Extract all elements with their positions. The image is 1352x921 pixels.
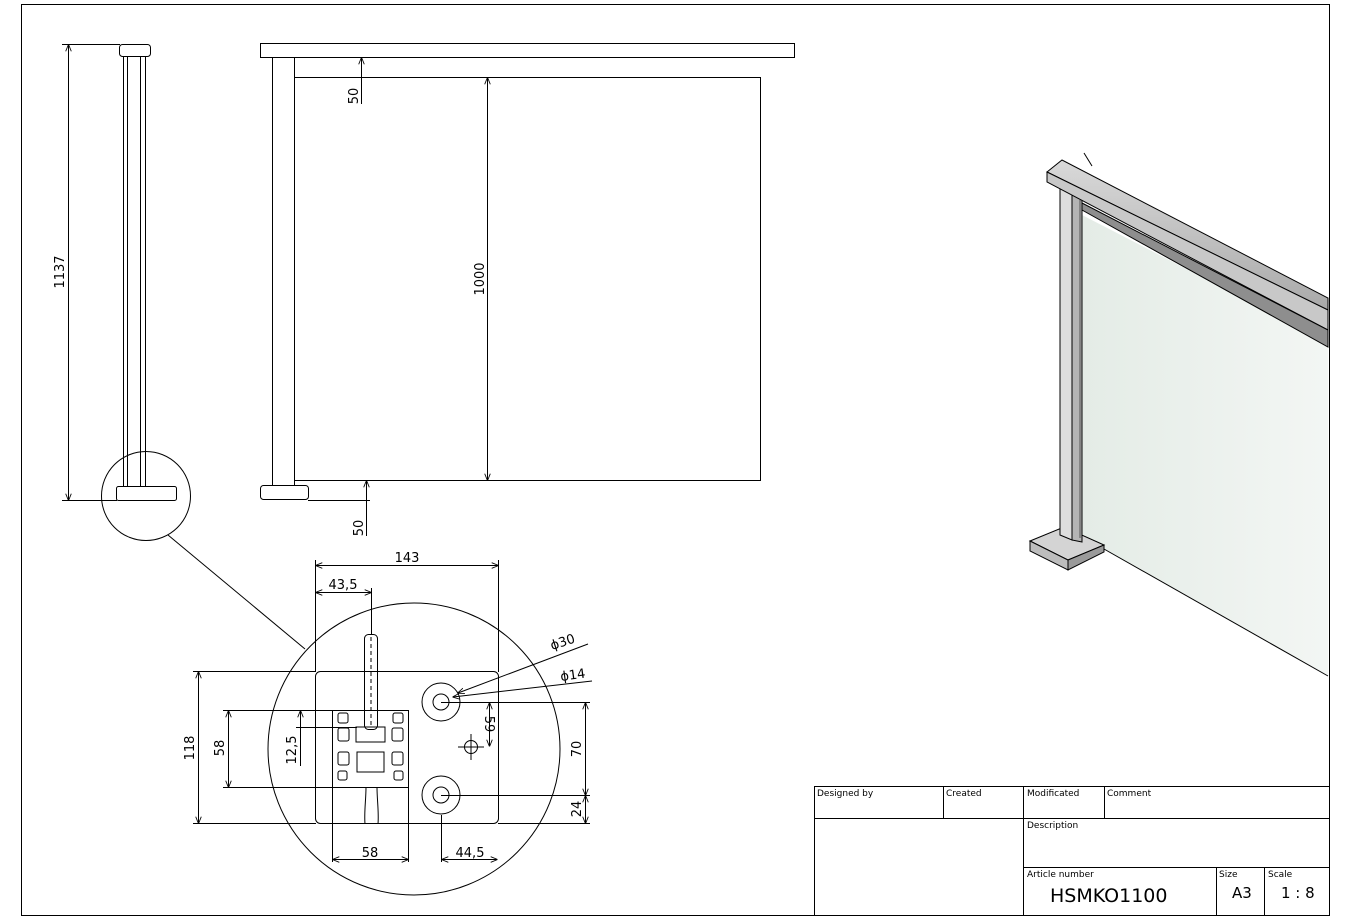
detail-view xyxy=(193,560,593,896)
dim-height-total: 1137 xyxy=(53,255,68,288)
dim-slot-offset: 12,5 xyxy=(285,736,300,765)
dim-glass-height: 1000 xyxy=(473,262,488,295)
side-view xyxy=(62,44,306,650)
dim-hole-side: 44,5 xyxy=(456,846,485,861)
dim-post-offset: 43,5 xyxy=(329,578,358,593)
dim-hole-large: ϕ30 xyxy=(549,632,578,654)
description-label: Description xyxy=(1027,821,1078,831)
dim-post-depth: 58 xyxy=(213,740,228,757)
scale-label: Scale xyxy=(1268,870,1293,880)
article-number-label: Article number xyxy=(1027,870,1094,880)
dim-hole-edge: 24 xyxy=(570,801,585,818)
dim-hole-span: 70 xyxy=(570,741,585,758)
sheet-border xyxy=(21,4,1330,916)
front-view xyxy=(260,43,795,536)
title-block xyxy=(814,786,1330,916)
dim-rail-gap: 50 xyxy=(347,88,362,105)
dim-bottom-gap: 50 xyxy=(352,520,367,537)
dim-post-width: 58 xyxy=(362,846,379,861)
dim-hole-small: ϕ14 xyxy=(559,667,586,685)
scale-value: 1 : 8 xyxy=(1281,884,1315,902)
article-number: HSMKO1100 xyxy=(1050,885,1167,907)
comment-label: Comment xyxy=(1107,789,1152,799)
size-label: Size xyxy=(1219,870,1238,880)
dim-base-width: 143 xyxy=(395,551,420,566)
modificated-label: Modificated xyxy=(1027,789,1079,799)
dim-base-depth: 118 xyxy=(183,736,198,761)
designed-by-label: Designed by xyxy=(817,789,874,799)
dim-hole-spacing: 59 xyxy=(481,716,496,733)
size-value: A3 xyxy=(1232,884,1252,902)
created-label: Created xyxy=(946,789,982,799)
isometric-view xyxy=(1028,152,1329,677)
